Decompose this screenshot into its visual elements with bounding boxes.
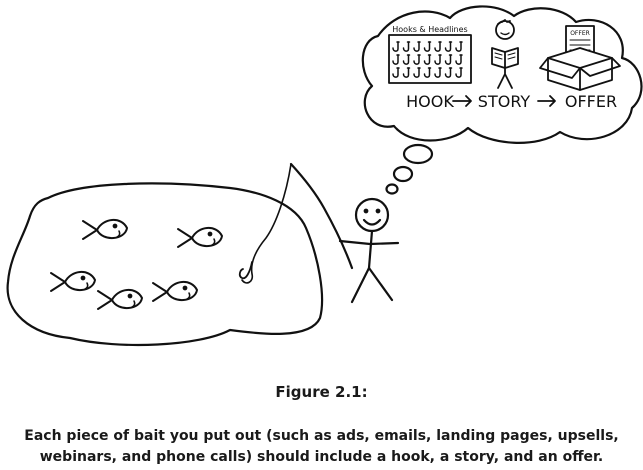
figure-label: Figure 2.1: bbox=[275, 383, 368, 401]
fish-icon bbox=[177, 227, 223, 248]
hook-glyph-icon bbox=[402, 54, 410, 65]
arrow-hook-to-story bbox=[452, 95, 472, 107]
fisherman-arms bbox=[338, 239, 400, 246]
hook-glyph-icon bbox=[402, 67, 410, 78]
hook-glyph-icon bbox=[455, 54, 462, 65]
flow-story-label: STORY bbox=[478, 92, 531, 111]
hook-glyph-icon bbox=[444, 41, 452, 52]
thought-cloud bbox=[361, 5, 643, 144]
hook-glyph-icon bbox=[423, 41, 431, 52]
fisherman-head bbox=[354, 197, 390, 233]
fish-group bbox=[50, 219, 223, 310]
hook-glyph-icon bbox=[402, 41, 410, 52]
hooks-panel bbox=[388, 34, 472, 84]
flow-offer-label: OFFER bbox=[565, 92, 617, 111]
fishing-hook-icon bbox=[238, 261, 253, 280]
fisherman-figure bbox=[338, 197, 400, 304]
open-book-icon bbox=[491, 47, 519, 69]
fish-icon bbox=[50, 271, 96, 292]
flow-hook-label: HOOK bbox=[406, 92, 454, 111]
story-reader-figure bbox=[491, 19, 519, 89]
hook-grid bbox=[392, 41, 463, 78]
hook-glyph-icon bbox=[455, 67, 462, 78]
fisherman-body bbox=[367, 229, 374, 270]
hook-glyph-icon bbox=[434, 67, 441, 78]
fishing-line bbox=[241, 163, 292, 284]
hook-glyph-icon bbox=[444, 54, 452, 65]
hook-glyph-icon bbox=[423, 67, 431, 78]
fish-icon bbox=[82, 219, 128, 240]
figure-caption-line-2: webinars, and phone calls) should includ… bbox=[39, 449, 604, 465]
hook-glyph-icon bbox=[413, 67, 420, 78]
offer-box-icon bbox=[539, 25, 621, 91]
hook-glyph-icon bbox=[434, 54, 441, 65]
flow-arrows bbox=[452, 95, 556, 107]
fish-icon bbox=[152, 281, 198, 302]
thought-bubble-large bbox=[402, 143, 434, 165]
hook-glyph-icon bbox=[434, 41, 441, 52]
pond bbox=[6, 182, 324, 347]
fish-icon bbox=[97, 289, 143, 310]
fisherman-legs bbox=[350, 266, 394, 304]
hook-glyph-icon bbox=[413, 54, 420, 65]
fishing-illustration: Hooks & Headlines OFFER HOOK STORY OFFER bbox=[6, 5, 643, 347]
figure-caption: Each piece of bait you put out (such as … bbox=[0, 426, 643, 468]
thought-bubble-medium bbox=[392, 165, 414, 183]
arrow-story-to-offer bbox=[537, 95, 556, 107]
figure-caption-line-1: Each piece of bait you put out (such as … bbox=[24, 428, 619, 444]
offer-document-label: OFFER bbox=[570, 30, 590, 37]
hook-glyph-icon bbox=[444, 67, 452, 78]
fishing-rod bbox=[289, 162, 354, 270]
hook-glyph-icon bbox=[423, 54, 431, 65]
hooks-panel-title: Hooks & Headlines bbox=[392, 25, 467, 34]
hook-glyph-icon bbox=[392, 41, 399, 52]
hook-glyph-icon bbox=[413, 41, 420, 52]
hook-glyph-icon bbox=[392, 67, 399, 78]
hook-glyph-icon bbox=[455, 41, 462, 52]
hook-glyph-icon bbox=[392, 54, 399, 65]
thought-bubble-small bbox=[385, 183, 399, 195]
